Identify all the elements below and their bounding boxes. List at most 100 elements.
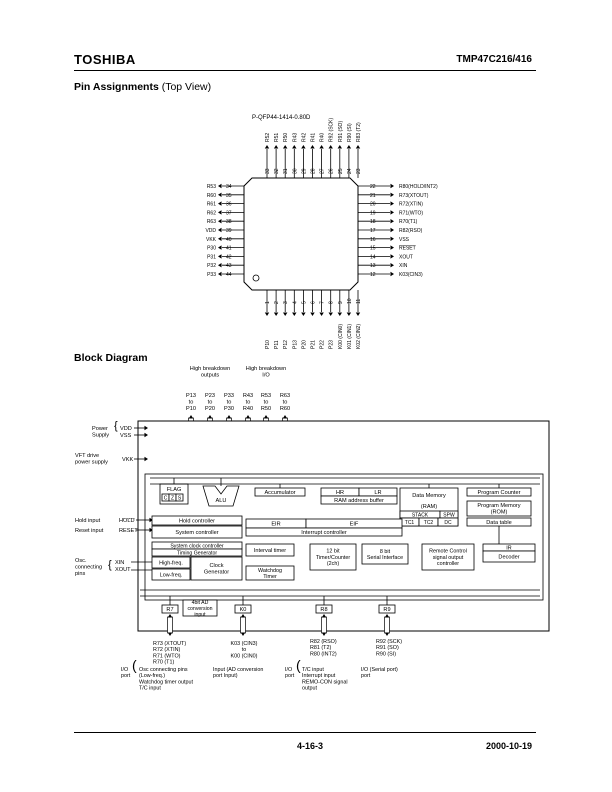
- pin-name-32: R51: [274, 133, 280, 142]
- pin-arrow-14: [390, 254, 394, 259]
- k0-bus: [240, 616, 246, 634]
- r7-pin-list: R73 (XTOUT)R72 (XTIN)R71 (WTO)R70 (T1): [153, 641, 186, 666]
- brace: {: [108, 559, 112, 571]
- pin-name-22: R80(HOLD/INT2): [399, 184, 438, 190]
- system-controller-box: [151, 525, 243, 539]
- pin-arrow-36: [218, 201, 222, 206]
- pin-number-3: 3: [283, 301, 289, 304]
- pin-arrow-16: [390, 236, 394, 241]
- pin-arrow-5: [301, 312, 306, 316]
- pin-name-18: R70(T1): [399, 219, 418, 225]
- pin-name-1: P10: [265, 340, 271, 349]
- pin-number-2: 2: [274, 301, 280, 304]
- r8-bus-arrow-up: [321, 614, 327, 618]
- port-box-r9-box: [378, 604, 396, 614]
- stack-field-label: STACK: [412, 512, 429, 518]
- ir-block-label: IR: [506, 545, 511, 551]
- flag-c-label: C: [164, 495, 168, 501]
- pin-number-9: 9: [338, 301, 344, 304]
- eif-register-label: EIF: [350, 521, 359, 527]
- pin-name-30: R43: [292, 133, 298, 142]
- pin-name-12: K03(CIN3): [399, 272, 423, 278]
- vss-label: VSS: [120, 433, 131, 439]
- page-number: 4-16-3: [296, 741, 323, 751]
- pin-name-27: R40: [320, 133, 326, 142]
- pin-arrow-19: [390, 210, 394, 215]
- alu-label: ALU: [216, 498, 227, 504]
- pin-name-13: XIN: [399, 263, 408, 269]
- system-clock-controller-label: System clock controller: [170, 543, 224, 549]
- pin-arrow-32: [273, 145, 279, 149]
- pin-arrow-24: [346, 145, 352, 149]
- pin-number-28: 28: [311, 168, 317, 174]
- system-controller-label: System controller: [175, 530, 218, 536]
- pin-arrow-27: [319, 145, 324, 149]
- data-table-label: Data table: [486, 520, 512, 526]
- flag-label: FLAG: [167, 487, 182, 493]
- footer-date: 2000-10-19: [485, 741, 532, 751]
- pin-name-34: R53: [207, 184, 216, 190]
- pin-number-32: 32: [274, 168, 280, 174]
- pin-name-2: P11: [274, 340, 280, 349]
- port-box-r8-label: R8: [320, 607, 327, 613]
- pin1-marker: [252, 274, 260, 282]
- reset-pin-label: RESET: [119, 528, 138, 534]
- interrupt-controller-box: [245, 527, 403, 537]
- k0-bus-arrow-down: [240, 632, 246, 636]
- pin-number-37: 37: [226, 210, 232, 216]
- pin-name-7: P22: [320, 340, 326, 349]
- port-box-r8-box: [315, 604, 333, 614]
- tc1-field-label: TC1: [405, 520, 415, 526]
- r9-bus-arrow-up: [384, 614, 390, 618]
- pin-name-6: P21: [311, 340, 317, 349]
- pin-number-6: 6: [311, 301, 317, 304]
- paren: (: [296, 657, 301, 673]
- pin-arrow-7: [319, 312, 324, 316]
- pin-arrow-30: [292, 145, 297, 149]
- watchdog-timer-box: [245, 565, 295, 581]
- pin-number-35: 35: [226, 193, 232, 199]
- pin-number-17: 17: [370, 228, 376, 234]
- ram-address-buffer-box: [320, 495, 398, 505]
- pin-arrow-15: [390, 245, 394, 250]
- pin-name-28: R41: [311, 133, 317, 142]
- decoder-block-label: Decoder: [498, 554, 519, 560]
- arrow-head: [144, 432, 148, 438]
- pin-arrow-21: [390, 192, 394, 197]
- pin-name-17: R82(RSO): [399, 228, 423, 234]
- interrupt-controller-label: Interrupt controller: [301, 530, 347, 536]
- pin-arrow-13: [390, 263, 394, 268]
- port-bus-1-arrow-up: [207, 415, 213, 419]
- ad-conversion-input-box: [182, 599, 218, 617]
- pin-number-7: 7: [320, 301, 326, 304]
- high-freq-osc-label: High-freq.: [159, 560, 183, 566]
- pin-name-26: R92 (SCK): [329, 117, 335, 142]
- pin-arrow-38: [218, 219, 222, 224]
- chip-body: [243, 177, 359, 291]
- r8-pin-list: R82 (RSO)R81 (T2)R80 (INT2): [310, 639, 337, 657]
- pin-name-10: K01 (CIN1): [347, 324, 353, 349]
- low-freq-osc-box: [151, 568, 191, 581]
- pin-arrow-6: [310, 312, 315, 316]
- pin-arrow-22: [390, 183, 394, 189]
- pin-number-40: 40: [226, 237, 232, 243]
- serial-interface-8bit-box: [361, 543, 409, 565]
- pin-number-13: 13: [370, 263, 376, 269]
- pin-arrow-8: [328, 312, 333, 316]
- pin-number-11: 11: [356, 299, 362, 304]
- pin-name-20: R72(XTIN): [399, 202, 423, 208]
- vkk-label: VKK: [122, 457, 133, 463]
- accumulator-label: Accumulator: [264, 490, 295, 496]
- port-bus-4-arrow-up: [263, 415, 269, 419]
- hold-controller-label: Hold controller: [179, 518, 215, 524]
- pin-number-24: 24: [347, 168, 353, 174]
- pin-arrow-3: [283, 312, 288, 316]
- pin-number-27: 27: [320, 168, 326, 174]
- pin-arrow-37: [218, 210, 222, 215]
